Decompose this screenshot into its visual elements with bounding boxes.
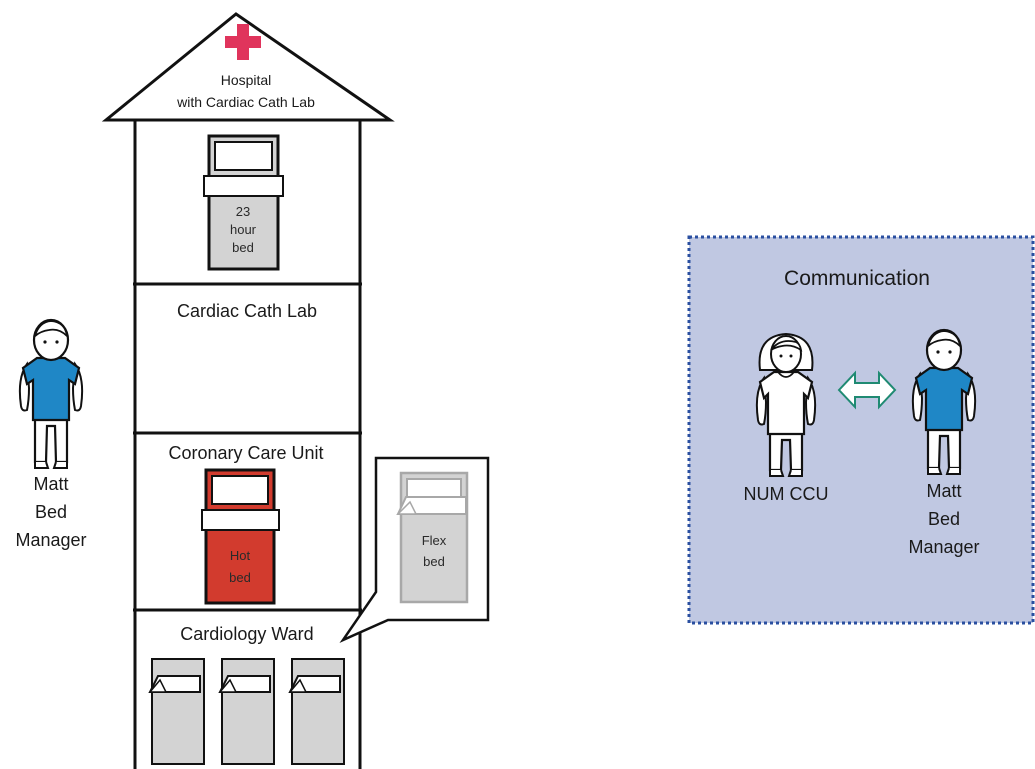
right-person-label-line2: Bed (928, 509, 960, 529)
communication-panel: Communication NUM CCU (687, 235, 1035, 625)
bed-23-hour: 23 hour bed (203, 134, 284, 271)
hot-bed-label-line1: Hot (230, 548, 251, 563)
num-ccu-figure (755, 332, 817, 477)
left-person-label-line3: Manager (15, 530, 86, 550)
roof (101, 12, 395, 122)
hospital-title-line2: with Cardiac Cath Lab (176, 94, 315, 110)
bed-manager-figure-right (911, 328, 977, 475)
ward-bed (288, 658, 345, 765)
ward-label: Cardiology Ward (180, 624, 313, 644)
ward-bed (148, 658, 205, 765)
num-ccu-label: NUM CCU (744, 484, 829, 504)
flex-bed-label-line1: Flex (422, 533, 447, 548)
bed-manager-figure-left (18, 318, 84, 469)
red-cross-icon (225, 24, 261, 60)
left-person-label-line2: Bed (35, 502, 67, 522)
right-person-label-line1: Matt (926, 481, 961, 501)
bed-23-label-line2: hour (230, 222, 257, 237)
hospital-title-line1: Hospital (221, 72, 272, 88)
hospital-building: Hospital with Cardiac Cath Lab 23 hour b… (101, 12, 395, 769)
bed-23-label-line3: bed (232, 240, 254, 255)
flex-bed-callout: Flex bed (339, 456, 490, 643)
right-person-label-line3: Manager (908, 537, 979, 557)
hot-bed-label-line2: bed (229, 570, 251, 585)
communication-title: Communication (784, 267, 930, 290)
flex-bed-label-line2: bed (423, 554, 445, 569)
ward-bed (218, 658, 275, 765)
hot-bed: Hot bed (201, 468, 280, 605)
left-person-label-line1: Matt (33, 474, 68, 494)
ccu-label: Coronary Care Unit (168, 443, 323, 463)
cath-lab-label: Cardiac Cath Lab (177, 301, 317, 321)
double-arrow-icon (837, 370, 897, 410)
bed-23-label-line1: 23 (236, 204, 250, 219)
